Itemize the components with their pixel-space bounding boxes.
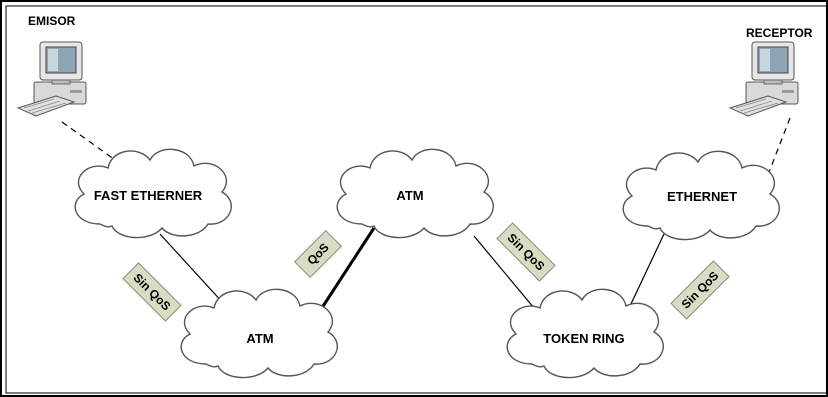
receiver-label: RECEPTOR	[746, 26, 813, 40]
cloud-atm-bottom-label: ATM	[246, 331, 273, 346]
tag-token-ring-ethernet: Sin QoS	[670, 260, 730, 320]
cloud-ethernet-label: ETHERNET	[667, 189, 737, 204]
tag-atm-token-ring: Sin QoS	[496, 222, 556, 282]
link-fast-ethernet-atm	[159, 233, 225, 305]
link-atm-token-ring	[473, 235, 535, 309]
cloud-token-ring-label: TOKEN RING	[543, 331, 624, 346]
dashed-link-sender	[61, 121, 119, 163]
link-atm-atm	[312, 227, 376, 321]
tag-fast-ethernet-atm: Sin QoS	[122, 262, 182, 322]
tag-atm-atm: QoS	[293, 229, 343, 279]
desktop-computer-icon	[729, 41, 799, 117]
dashed-link-receiver	[765, 117, 791, 181]
cloud-atm-top-label: ATM	[396, 188, 423, 203]
sender-label: EMISOR	[28, 14, 76, 28]
desktop-computer-icon	[17, 41, 87, 117]
link-token-ring-ethernet	[629, 233, 665, 307]
inner-border	[5, 5, 828, 394]
cloud-fast-ethernet-label: FAST ETHERNER	[94, 188, 203, 203]
